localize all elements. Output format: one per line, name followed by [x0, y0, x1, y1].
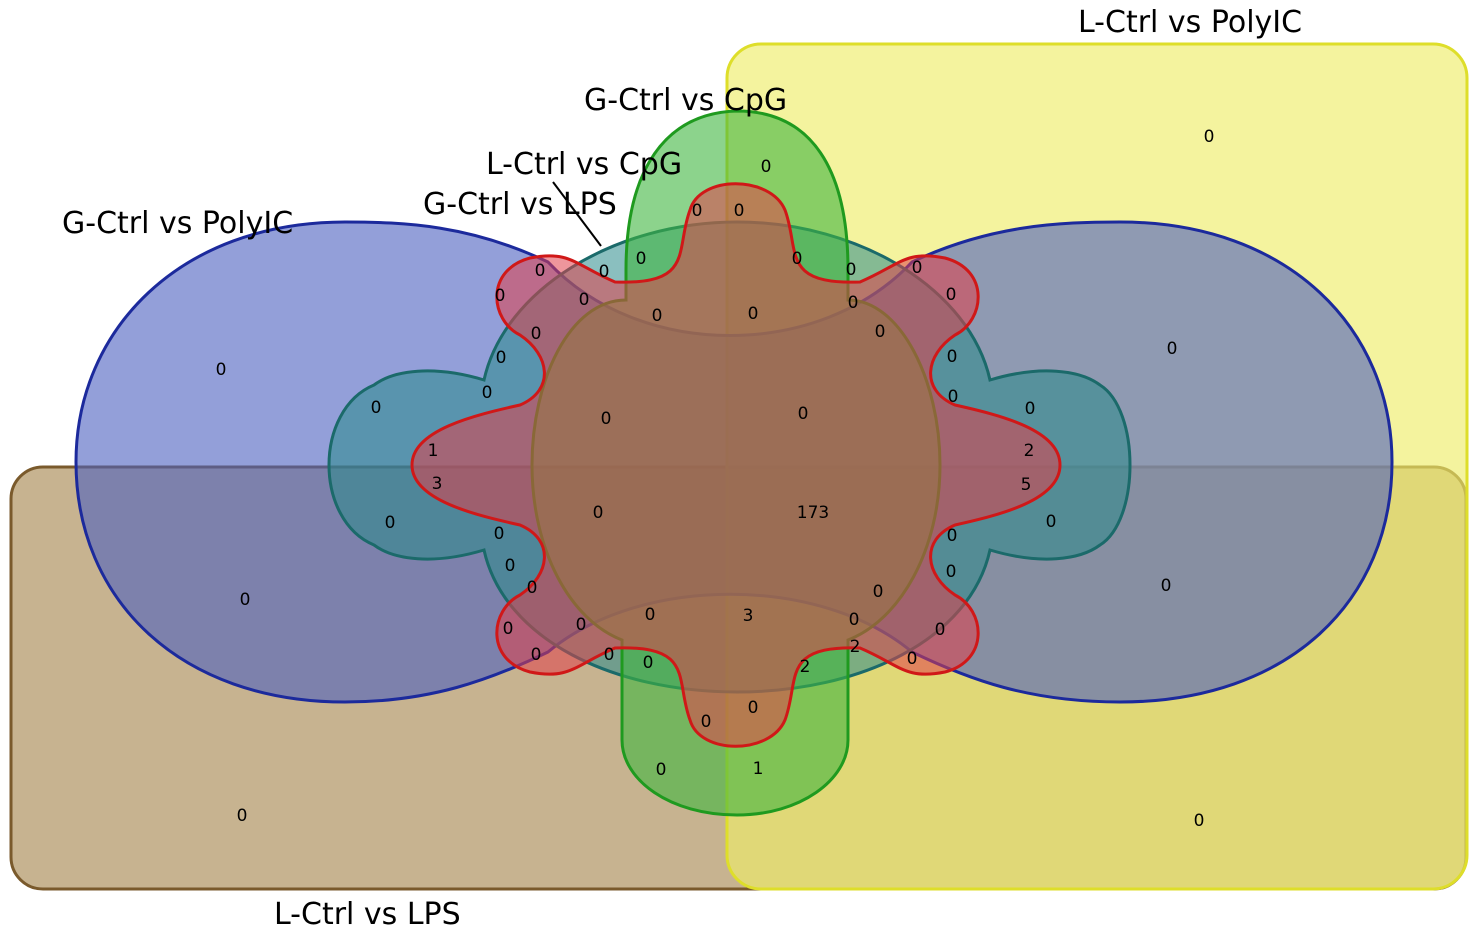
- region-count: 0: [1204, 127, 1215, 147]
- region-count: 3: [432, 474, 443, 494]
- region-count: 2: [800, 657, 811, 677]
- region-count: 0: [385, 513, 396, 533]
- region-count: 0: [701, 712, 712, 732]
- region-count: 0: [848, 293, 859, 313]
- region-count: 0: [873, 582, 884, 602]
- region-count: 0: [527, 578, 538, 598]
- region-count: 0: [645, 605, 656, 625]
- region-count: 0: [935, 620, 946, 640]
- region-count: 0: [371, 398, 382, 418]
- region-count: 0: [947, 347, 958, 367]
- region-count: 0: [216, 360, 227, 380]
- region-count: 0: [792, 249, 803, 269]
- region-count: 0: [593, 503, 604, 523]
- region-count: 0: [643, 653, 654, 673]
- region-count: 0: [875, 322, 886, 342]
- region-count: 0: [240, 590, 251, 610]
- region-count: 5: [1021, 475, 1032, 495]
- region-count: 0: [495, 286, 506, 306]
- region-count: 0: [494, 524, 505, 544]
- region-count: 0: [656, 760, 667, 780]
- region-count: 0: [1046, 512, 1057, 532]
- region-count: 3: [743, 606, 754, 626]
- label-g-ctrl-vs-cpg: G-Ctrl vs CpG: [584, 83, 787, 118]
- region-count: 2: [850, 637, 861, 657]
- region-count: 0: [496, 348, 507, 368]
- region-count: 0: [579, 290, 590, 310]
- label-l-ctrl-vs-cpg: L-Ctrl vs CpG: [486, 147, 682, 182]
- region-counts: 0 0 0 0 0 0 0 0 0 0 0 0 0 0 0 0 0 0 0 0 …: [216, 127, 1215, 831]
- region-count: 0: [907, 649, 918, 669]
- region-count: 0: [846, 260, 857, 280]
- region-count: 1: [753, 759, 764, 779]
- region-count: 0: [237, 806, 248, 826]
- region-count: 2: [1024, 441, 1035, 461]
- label-g-ctrl-vs-lps: G-Ctrl vs LPS: [423, 187, 617, 222]
- region-count: 0: [798, 404, 809, 424]
- region-count: 0: [531, 645, 542, 665]
- region-count: 0: [535, 261, 546, 281]
- region-count: 0: [505, 556, 516, 576]
- region-count: 0: [576, 615, 587, 635]
- region-count: 0: [946, 285, 957, 305]
- label-leader-line: [552, 181, 602, 247]
- region-count: 0: [946, 562, 957, 582]
- region-count: 1: [428, 441, 439, 461]
- region-count: 0: [652, 306, 663, 326]
- label-l-ctrl-vs-polyic: L-Ctrl vs PolyIC: [1078, 5, 1302, 40]
- region-count: 0: [748, 698, 759, 718]
- region-count: 0: [604, 645, 615, 665]
- set-region-l-ctrl-vs-cpg: [410, 182, 1062, 748]
- region-count: 0: [531, 324, 542, 344]
- region-count: 0: [599, 262, 610, 282]
- region-count: 0: [761, 157, 772, 177]
- region-count: 0: [482, 383, 493, 403]
- region-count: 0: [948, 387, 959, 407]
- region-count: 0: [947, 526, 958, 546]
- region-count: 0: [503, 619, 514, 639]
- region-count: 0: [601, 409, 612, 429]
- region-count: 0: [912, 258, 923, 278]
- region-count: 0: [849, 610, 860, 630]
- region-count: 0: [734, 201, 745, 221]
- region-count: 0: [1161, 576, 1172, 596]
- label-g-ctrl-vs-polyic: G-Ctrl vs PolyIC: [62, 206, 293, 241]
- region-count: 0: [748, 304, 759, 324]
- label-l-ctrl-vs-lps: L-Ctrl vs LPS: [274, 897, 461, 932]
- region-count: 0: [636, 249, 647, 269]
- region-count: 0: [692, 201, 703, 221]
- region-count: 173: [797, 503, 829, 523]
- region-count: 0: [1167, 339, 1178, 359]
- region-count: 0: [1025, 399, 1036, 419]
- region-count: 0: [1194, 811, 1205, 831]
